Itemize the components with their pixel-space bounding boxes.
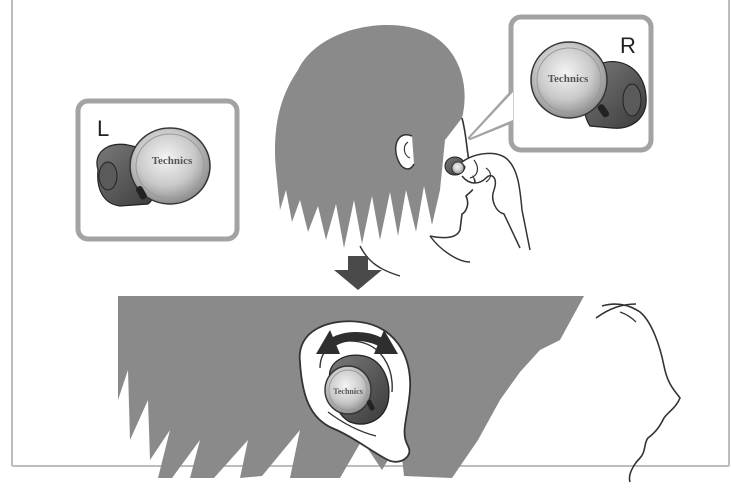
hand — [462, 153, 530, 250]
right-earbud-brand: Technics — [548, 73, 589, 85]
earbud-in-hand — [445, 157, 465, 175]
right-earbud-panel: R Technics — [470, 17, 651, 150]
shoulder-line — [430, 236, 470, 262]
side-label-right: R — [620, 33, 636, 58]
side-label-left: L — [97, 116, 109, 141]
closeup-face-profile — [596, 304, 680, 482]
closeup-earbud-brand: Technics — [333, 387, 363, 396]
left-earbud-brand: Technics — [152, 155, 193, 167]
left-earbud-panel: L Technics — [78, 101, 237, 239]
hair — [275, 25, 465, 248]
top-head-illustration — [275, 25, 530, 276]
down-arrow-icon — [334, 256, 382, 290]
bottom-closeup-illustration: Technics — [118, 296, 680, 482]
